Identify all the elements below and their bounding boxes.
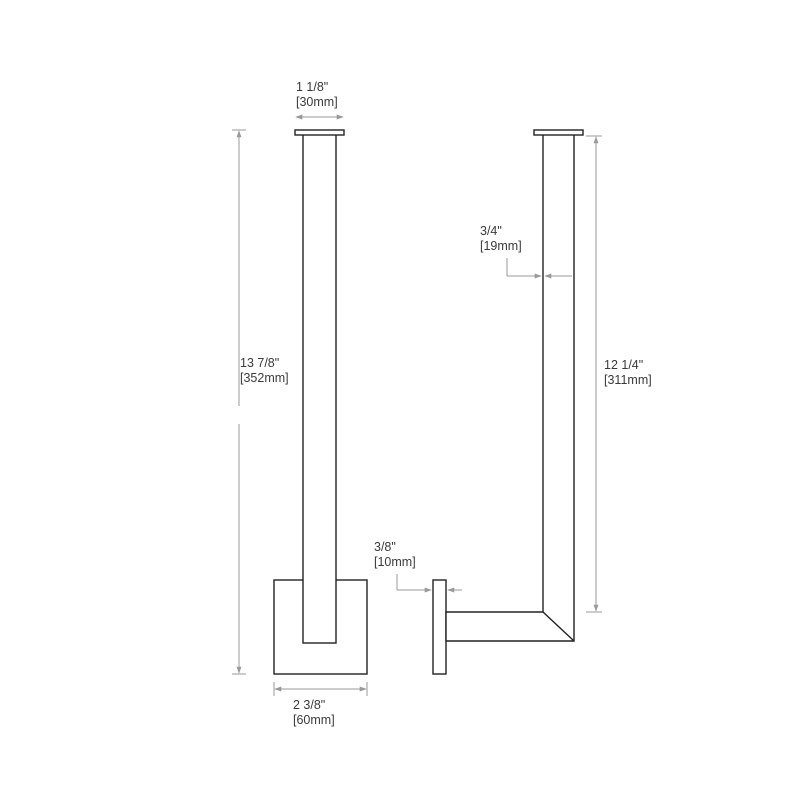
label-front-height-imperial: 13 7/8"	[240, 356, 280, 370]
label-side-height-metric: [311mm]	[604, 373, 652, 387]
label-front-height: 13 7/8" [352mm]	[240, 356, 289, 386]
dim-side-rod-width	[506, 258, 572, 279]
front-view	[273, 129, 368, 675]
side-l-rod	[445, 132, 575, 642]
label-side-plate-depth-metric: [10mm]	[374, 555, 416, 569]
label-side-height: 12 1/4" [311mm]	[604, 358, 652, 388]
label-side-rod-width-imperial: 3/4"	[480, 224, 502, 238]
label-side-plate-depth: 3/8" [10mm]	[374, 540, 416, 570]
dim-front-base-width	[273, 682, 368, 696]
side-top-cap	[533, 129, 584, 136]
label-side-height-imperial: 12 1/4"	[604, 358, 644, 372]
label-side-plate-depth-imperial: 3/8"	[374, 540, 396, 554]
label-front-top-width: 1 1/8" [30mm]	[296, 80, 338, 110]
label-front-height-metric: [352mm]	[240, 371, 289, 385]
label-front-base-width-imperial: 2 3/8"	[293, 698, 326, 712]
label-front-base-width-metric: [60mm]	[293, 713, 335, 727]
front-top-cap	[294, 129, 345, 136]
label-front-base-width: 2 3/8" [60mm]	[293, 698, 335, 728]
side-rod-bend-line	[542, 611, 575, 642]
side-wall-plate	[432, 579, 447, 675]
label-front-top-width-metric: [30mm]	[296, 95, 338, 109]
front-vertical-rod	[302, 132, 337, 644]
dim-side-height	[586, 135, 602, 613]
label-side-rod-width-metric: [19mm]	[480, 239, 522, 253]
label-front-top-width-imperial: 1 1/8"	[296, 80, 329, 94]
dim-front-height	[232, 129, 246, 675]
side-view	[432, 129, 584, 675]
dim-side-plate-depth	[396, 574, 462, 593]
label-side-rod-width: 3/4" [19mm]	[480, 224, 522, 254]
